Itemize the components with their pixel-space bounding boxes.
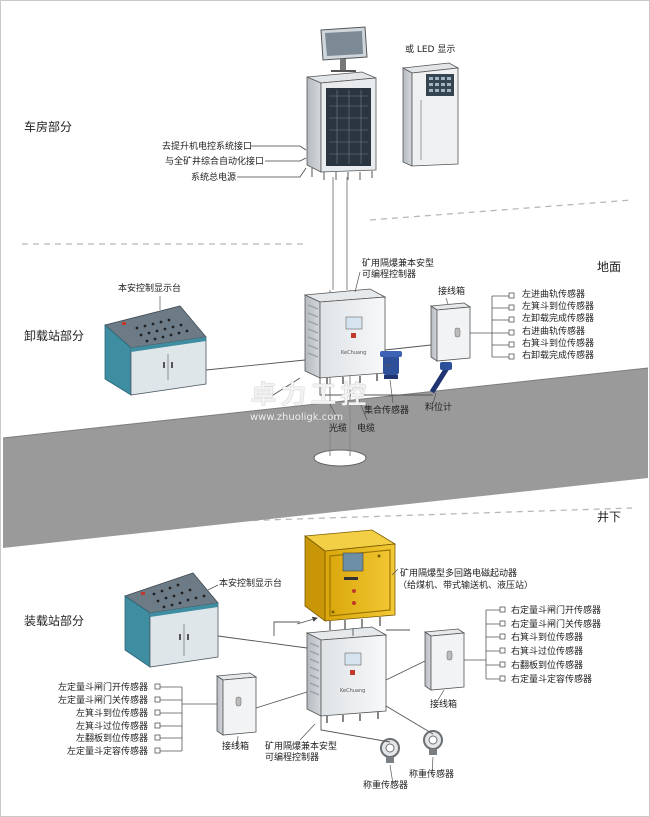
weigh-sensor-label-1: 称重传感器 (363, 781, 409, 791)
loading-plc-cabinet (305, 626, 388, 723)
brand-loading: KeChuang (340, 688, 366, 694)
loading-left-sensor-5: 左翻板到位传感器 (75, 734, 148, 744)
cable-label: 电缆 (357, 424, 376, 434)
loading-console-label: 本安控制显示台 (219, 579, 283, 589)
watermark-url: www.zhuoligk.com (250, 412, 344, 423)
shaft-hole (313, 449, 367, 467)
unloading-plc-cabinet (303, 288, 387, 385)
loading-right-sensor-markers (499, 606, 506, 682)
loading-right-sensor-1: 右定量斗闸门开传感器 (511, 606, 602, 616)
interface-main-power: 系统总电源 (190, 173, 236, 183)
unloading-console (104, 305, 207, 396)
interface-hoist: 去提升机电控系统接口 (161, 142, 252, 152)
label-ground: 地面 (597, 260, 622, 274)
unloading-cables (205, 344, 433, 398)
interface-mine-automation: 与全矿井综合自动化接口 (164, 157, 264, 167)
led-display-note: 或 LED 显示 (405, 45, 456, 55)
unloading-sensor-6: 右卸载完成传感器 (522, 351, 595, 361)
starter-note: （给煤机、带式输送机、液压站） (398, 581, 534, 591)
garage-control-cabinet (306, 71, 377, 180)
brand-unloading: KeChuang (341, 350, 367, 356)
trunk-cable (332, 177, 348, 290)
section-loading: 装载站部分 (24, 614, 85, 628)
unloading-console-label: 本安控制显示台 (118, 284, 182, 294)
garage-interface-lines (237, 145, 307, 178)
loading-right-sensor-fanout (464, 609, 503, 680)
unloading-junction-label: 接线箱 (438, 287, 466, 297)
level-meter-label: 料位计 (425, 403, 453, 413)
loading-right-sensor-2: 右定量斗闸门关传感器 (511, 620, 602, 630)
section-garage: 车房部分 (24, 120, 73, 134)
unloading-sensor-2: 左箕斗到位传感器 (522, 302, 595, 312)
level-meter (429, 362, 452, 394)
unloading-sensor-5: 右箕斗到位传感器 (522, 339, 595, 349)
loading-right-sensor-5: 右翻板到位传感器 (511, 661, 584, 671)
loading-left-junction-box (215, 672, 258, 736)
led-display-cabinet (401, 62, 460, 167)
weigh-sensor-label-2: 称重传感器 (409, 770, 455, 780)
fiber-label: 光缆 (329, 424, 348, 434)
loading-left-sensor-2: 左定量斗闸门关传感器 (57, 696, 148, 706)
unloading-sensor-1: 左进曲轨传感器 (522, 290, 586, 300)
unloading-sensor-fanout (470, 295, 512, 358)
starter-label: 矿用隔爆型多回路电磁起动器 (400, 569, 518, 579)
loading-left-sensor-markers (154, 683, 161, 754)
weigh-sensor-right (423, 730, 443, 755)
watermark-logo: 卓力工控 (251, 380, 372, 409)
loading-console (124, 572, 219, 668)
garage-monitor (320, 26, 368, 72)
loading-right-junction-label: 接线箱 (430, 700, 458, 710)
loading-left-sensor-4: 左箕斗过位传感器 (75, 722, 148, 732)
loading-leaders (207, 568, 445, 785)
unloading-sensor-4: 右进曲轨传感器 (522, 327, 586, 337)
loading-plc-label: 矿用隔爆兼本安型 可编程控制器 (265, 742, 338, 763)
loading-left-sensor-6: 左定量斗定容传感器 (66, 747, 148, 757)
loading-cables (217, 616, 434, 743)
loading-right-sensor-3: 右箕斗到位传感器 (511, 633, 584, 643)
unloading-plc-label: 矿用隔爆兼本安型 可编程控制器 (362, 259, 435, 280)
label-underground: 井下 (597, 510, 622, 524)
loading-left-sensor-fanout (160, 686, 217, 752)
unloading-sensor-markers (508, 292, 515, 360)
loading-left-junction-label: 接线箱 (222, 742, 250, 752)
loading-left-sensor-3: 左箕斗到位传感器 (75, 709, 148, 719)
multi-circuit-starter (303, 529, 397, 630)
unloading-sensor-3: 左卸载完成传感器 (522, 314, 595, 324)
unloading-junction-box (429, 302, 472, 362)
combo-sensor (380, 351, 402, 379)
combo-sensor-label: 集合传感器 (364, 406, 410, 416)
section-unloading: 卸载站部分 (24, 329, 85, 343)
loading-right-sensor-6: 右定量斗定容传感器 (511, 675, 593, 685)
loading-left-sensor-1: 左定量斗闸门开传感器 (57, 683, 148, 693)
loading-right-junction-box (423, 628, 466, 691)
unloading-leaders (159, 271, 449, 421)
loading-right-sensor-4: 右箕斗过位传感器 (511, 647, 584, 657)
weigh-sensor-left (380, 738, 400, 763)
